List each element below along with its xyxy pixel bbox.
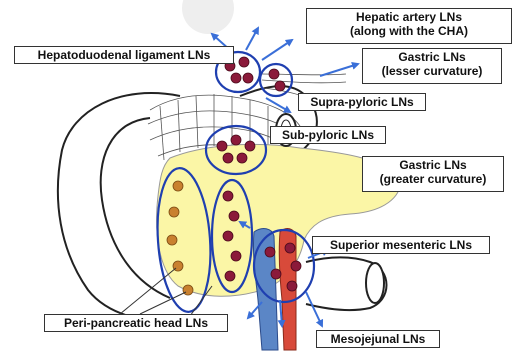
mesojejunal-ln-label: Mesojejunal LNs xyxy=(316,330,440,348)
hepatic-artery-ln-subtitle: (along with the CHA) xyxy=(311,24,507,38)
gastric-greater-ln-subtitle: (greater curvature) xyxy=(367,172,499,186)
jejunum-opening xyxy=(366,263,384,303)
background-circle xyxy=(182,0,234,34)
gastric-greater-ln-label: Gastric LNs (greater curvature) xyxy=(362,156,504,192)
gastric-lesser-ln-subtitle: (lesser curvature) xyxy=(367,64,497,78)
suprapyloric-ln-label: Supra-pyloric LNs xyxy=(298,93,426,111)
hepatoduodenal-ln-label: Hepatoduodenal ligament LNs xyxy=(14,46,234,64)
superior-mesenteric-ln-label: Superior mesenteric LNs xyxy=(312,236,490,254)
peripancreatic-head-ln-label: Peri-pancreatic head LNs xyxy=(44,314,228,332)
gastric-lesser-ln-title: Gastric LNs xyxy=(367,50,497,64)
hepatic-artery-ln-title: Hepatic artery LNs xyxy=(311,10,507,24)
hepatic-artery-ln-label: Hepatic artery LNs (along with the CHA) xyxy=(306,8,512,44)
gastric-lesser-ln-label: Gastric LNs (lesser curvature) xyxy=(362,48,502,84)
gastric-greater-ln-title: Gastric LNs xyxy=(367,158,499,172)
subpyloric-ln-label: Sub-pyloric LNs xyxy=(270,126,386,144)
superior-mesenteric-vein xyxy=(253,229,278,350)
